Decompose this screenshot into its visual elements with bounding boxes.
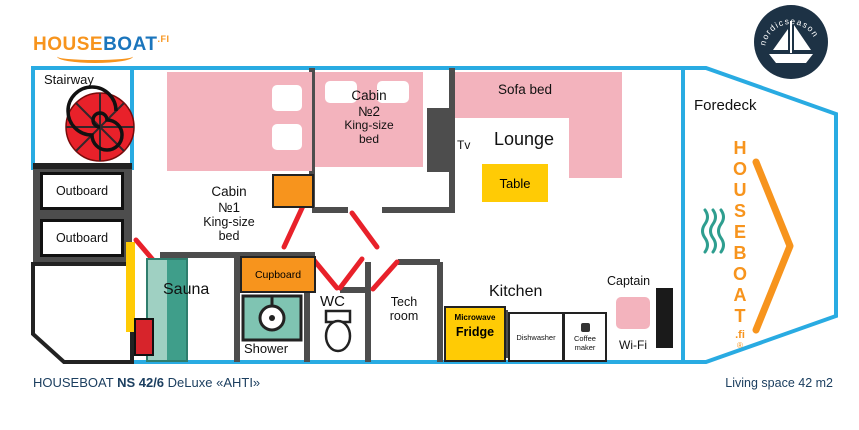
captain-label: Captain: [607, 274, 651, 288]
fridge-label: Fridge: [455, 325, 495, 339]
wave-icon: [701, 208, 725, 254]
nordicseason-badge: nordicseason: [754, 5, 828, 79]
cabin1-label: Cabin №1 King-size bed: [186, 184, 272, 244]
outboard-label: Outboard: [55, 184, 109, 198]
pillow: [272, 85, 302, 111]
sofa-bed-side: [569, 118, 622, 178]
foredeck-brand-fi: .fi: [735, 329, 745, 341]
interior-walls: [160, 68, 455, 362]
foredeck-brand: HOUSEBOAT .fi ®: [728, 138, 752, 350]
cabin2-line4: bed: [358, 131, 380, 146]
shower-label: Shower: [244, 341, 289, 356]
footer-brand: HOUSEBOAT: [33, 375, 114, 390]
tech-room-line1: Tech: [390, 295, 418, 309]
cabin1-line1: Cabin: [211, 184, 247, 199]
pillow: [272, 124, 302, 150]
yellow-wall-strip: [126, 242, 135, 332]
door-shower: [337, 256, 365, 291]
logo-swoosh-icon: [57, 50, 133, 63]
pillow: [325, 81, 357, 103]
kitchen-label: Kitchen: [489, 283, 543, 300]
tv-label: Tv: [457, 138, 471, 152]
captain-seat: [616, 297, 650, 329]
footer-model: NS 42/6: [117, 375, 165, 390]
foredeck-brand-word: HOUSEBOAT: [730, 138, 750, 327]
cabin2-line1: Cabin: [351, 88, 387, 103]
cabin1-line4: bed: [218, 229, 240, 244]
cabin1-nightstand: [272, 174, 314, 208]
outboard-motor-top: Outboard: [40, 172, 124, 210]
captain-console: [656, 288, 673, 348]
outboard-label: Outboard: [55, 231, 109, 245]
toilet-icon: [324, 309, 352, 353]
living-space-caption: Living space 42 m2: [725, 376, 833, 390]
shower-tray-icon: [241, 294, 303, 342]
table-label: Table: [499, 175, 531, 191]
coffee-maker-icon: [580, 322, 590, 332]
cabin1-line3: King-size: [203, 215, 255, 230]
door-cabin1: [281, 203, 306, 250]
lounge-label: Lounge: [494, 129, 555, 149]
wifi-label: Wi-Fi: [619, 338, 647, 352]
tv-unit: [427, 108, 449, 172]
registered-mark: ®: [737, 341, 743, 350]
cupboard: Cupboard: [240, 256, 316, 293]
dishwasher: Dishwasher: [508, 312, 564, 362]
coffee-maker-label-1: Coffee: [574, 333, 596, 343]
cupboard-label: Cupboard: [254, 268, 302, 281]
tech-room-line2: room: [389, 309, 419, 324]
pillow: [377, 81, 409, 103]
sauna-bench-upper: [167, 260, 186, 360]
fridge: Microwave Fridge: [444, 306, 506, 362]
footer-variant: DeLuxe «AHTI»: [167, 375, 261, 390]
outboard-motor-bottom: Outboard: [40, 219, 124, 257]
sofa-bed-top: [455, 72, 622, 118]
stairway-label: Stairway: [44, 72, 94, 87]
microwave-label: Microwave: [454, 313, 496, 322]
bow-chevron-icon: [752, 158, 794, 334]
aft-annex-outline: [31, 262, 134, 364]
door-cabin2: [349, 210, 380, 250]
logo-boat: BOAT: [103, 34, 158, 55]
spiral-staircase: [65, 85, 135, 162]
ship-icon: [769, 21, 813, 63]
sauna-heater: [134, 318, 154, 356]
cabin2-line3: King-size: [344, 118, 394, 133]
cabin1-line2: №1: [218, 199, 240, 215]
lounge-table: Table: [482, 164, 548, 202]
tech-room-label: Tech room: [374, 295, 434, 324]
dishwasher-label: Dishwasher: [516, 332, 556, 342]
model-caption: HOUSEBOAT NS 42/6 DeLuxe «AHTI»: [33, 375, 260, 390]
logo-fi: .FI: [157, 34, 170, 44]
foredeck-label: Foredeck: [694, 97, 757, 114]
sofa-bed-label: Sofa bed: [498, 82, 553, 97]
door-tech: [370, 259, 400, 292]
sauna-label: Sauna: [163, 281, 210, 298]
cabin1-bed: [167, 72, 312, 171]
cabin2-bed: [315, 72, 423, 167]
wc-label: WC: [320, 293, 345, 310]
cabin2-line2: №2: [358, 103, 380, 119]
coffee-maker: Coffee maker: [563, 312, 607, 362]
cabin2-label: Cabin №2 King-size bed: [337, 88, 401, 147]
door-wc: [310, 256, 340, 291]
coffee-maker-label-2: maker: [574, 342, 596, 352]
